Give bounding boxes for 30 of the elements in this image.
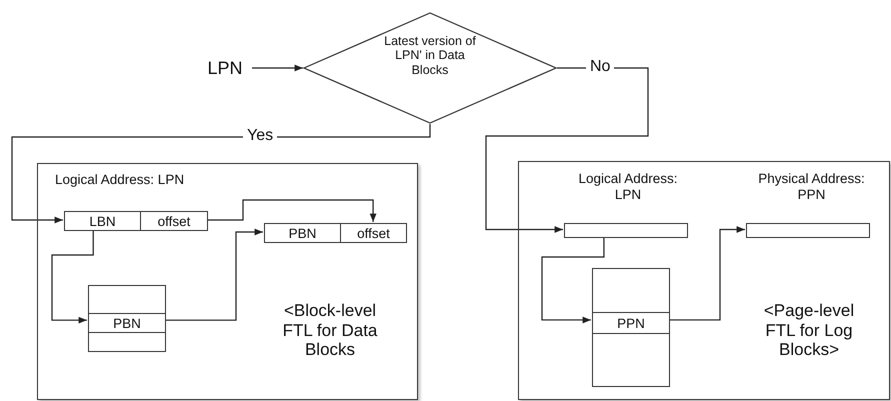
- arrow: [252, 64, 303, 72]
- arrow: [51, 230, 94, 324]
- table-box: [592, 268, 670, 387]
- row-label: PPN: [617, 316, 645, 330]
- field-label: offset: [357, 226, 390, 240]
- panel-box: [518, 161, 890, 400]
- arrow: [669, 226, 745, 321]
- input-label: LPN: [206, 58, 244, 79]
- panel-caption: <Block-level FTL for Data Blocks: [282, 301, 378, 360]
- field-label: offset: [158, 214, 190, 228]
- empty-field-bar: [564, 223, 688, 238]
- arrow: [485, 67, 649, 233]
- panel-heading: Physical Address: PPN: [757, 171, 866, 202]
- arrow: [207, 199, 376, 222]
- panel-heading: Logical Address: LPN: [55, 172, 184, 188]
- table-box: [88, 285, 166, 352]
- panel-heading: Logical Address: LPN: [577, 171, 679, 202]
- arrow: [11, 124, 431, 224]
- field-label: LBN: [89, 214, 116, 228]
- address-field-bar: [264, 223, 407, 243]
- field-label: PBN: [288, 226, 316, 240]
- panel-box: [37, 163, 418, 400]
- decision-diamond: [303, 12, 557, 124]
- decision-text: Latest version of LPN' in Data Blocks: [383, 34, 477, 78]
- panel-caption: <Page-level FTL for Log Blocks>: [762, 301, 856, 360]
- empty-field-bar: [746, 223, 870, 238]
- arrow: [541, 237, 605, 324]
- row-label: PBN: [113, 316, 141, 330]
- arrow: [165, 228, 263, 321]
- address-field-bar: [64, 211, 208, 231]
